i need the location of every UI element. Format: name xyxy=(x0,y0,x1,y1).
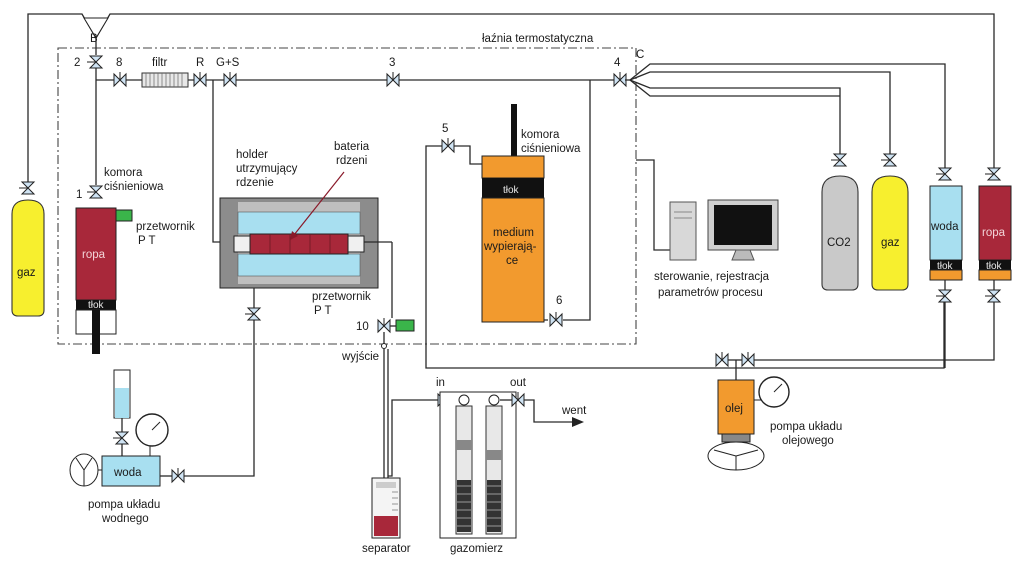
medium-label-3: ce xyxy=(506,255,518,267)
chamber-mid-label-1: komora xyxy=(521,129,560,141)
co2-label: CO2 xyxy=(827,237,851,249)
medium-label-1: medium xyxy=(493,227,534,239)
vent-arrow xyxy=(572,417,584,427)
bath-label: łaźnia termostatyczna xyxy=(482,33,594,45)
cores-arrow xyxy=(289,171,345,241)
separator xyxy=(371,477,401,539)
valve-r[interactable] xyxy=(193,72,207,88)
water-pump-label-1: pompa układu xyxy=(88,499,160,511)
valve-8[interactable] xyxy=(113,72,127,88)
crude-left-label: ropa xyxy=(82,249,106,261)
transducer-mid-label-2: P T xyxy=(314,305,331,317)
chamber-left-label-1: komora xyxy=(104,167,143,179)
filter xyxy=(141,72,189,88)
transducer-left-label-1: przetwornik xyxy=(136,221,195,233)
gas-cylinder-left: gaz xyxy=(11,181,45,317)
valve-gs-label: G+S xyxy=(216,57,240,69)
thermostatic-bath-boundary xyxy=(57,47,637,345)
filter-label: filtr xyxy=(152,57,168,69)
gas-right-label: gaz xyxy=(881,237,900,249)
holder-label-3: rdzenie xyxy=(236,177,274,189)
oil-pump-label-1: pompa układu xyxy=(770,421,842,433)
oil-pump-label-2: olejowego xyxy=(782,435,834,447)
computer-icon xyxy=(669,199,779,261)
water-pump: woda xyxy=(69,369,185,487)
valve-6[interactable] xyxy=(549,312,563,328)
node-b-junction xyxy=(83,17,109,39)
valve-8-label: 8 xyxy=(116,57,122,69)
valve-holder-outlet[interactable] xyxy=(245,307,262,321)
co2-cylinder: CO2 xyxy=(821,153,859,291)
valve-1-label: 1 xyxy=(76,189,82,201)
piston-water-label: tłok xyxy=(937,261,954,272)
holder-label-2: utrzymujący xyxy=(236,163,298,175)
control-label-1: sterowanie, rejestracja xyxy=(654,271,770,283)
valve-5-label: 5 xyxy=(442,123,448,135)
piston-crude-right-label: tłok xyxy=(986,261,1003,272)
pipe-gas-left xyxy=(27,13,97,182)
chamber-left-label-2: ciśnieniowa xyxy=(104,181,164,193)
valve-10[interactable] xyxy=(377,318,391,334)
crude-oil-cylinder-right: ropa tłok xyxy=(978,167,1012,303)
piston-left-label: tłok xyxy=(88,300,105,311)
valve-4-label: 4 xyxy=(614,57,621,69)
transducer-left-label-2: P T xyxy=(138,235,155,247)
valve-5[interactable] xyxy=(441,138,455,154)
valve-2-label: 2 xyxy=(74,57,80,69)
piston-mid-label: tłok xyxy=(503,185,520,196)
holder-label-1: holder xyxy=(236,149,268,161)
water-cylinder: woda tłok xyxy=(929,167,963,303)
out-label: out xyxy=(510,377,527,389)
valve-4[interactable] xyxy=(613,72,627,88)
valve-10-label: 10 xyxy=(356,321,369,333)
core-holder xyxy=(219,197,379,289)
control-label-2: parametrów procesu xyxy=(658,287,763,299)
valve-6-label: 6 xyxy=(556,295,562,307)
water-pump-label: woda xyxy=(113,467,142,479)
oil-label: olej xyxy=(725,403,743,415)
water-pump-label-2: wodnego xyxy=(101,513,149,525)
gas-left-label: gaz xyxy=(17,267,36,279)
transducer-mid-label-1: przetwornik xyxy=(312,291,371,303)
valve-3[interactable] xyxy=(386,72,400,88)
crude-oil-chamber-left: ropa tłok xyxy=(75,185,133,354)
gas-cylinder-right: gaz xyxy=(871,153,909,291)
vent-label: went xyxy=(561,405,587,417)
oil-pump: olej xyxy=(707,352,790,471)
medium-label-2: wypierają- xyxy=(483,241,537,253)
separator-label: separator xyxy=(362,543,411,555)
node-c-label: C xyxy=(636,49,644,61)
in-label: in xyxy=(436,377,445,389)
chamber-mid-label-2: ciśnieniowa xyxy=(521,143,581,155)
valve-gs[interactable] xyxy=(223,72,237,88)
crude-right-label: ropa xyxy=(982,227,1006,239)
cores-label-2: rdzeni xyxy=(336,155,367,167)
displacing-medium-chamber: tłok medium wypierają- ce xyxy=(481,104,545,323)
gas-meter xyxy=(439,391,517,539)
node-b-label: B xyxy=(90,33,98,45)
valve-r-label: R xyxy=(196,57,204,69)
valve-3-label: 3 xyxy=(389,57,395,69)
valve-2[interactable] xyxy=(87,55,104,69)
transducer-left xyxy=(115,209,133,222)
valve-out[interactable] xyxy=(511,392,525,408)
cores-label-1: bateria xyxy=(334,141,370,153)
transducer-mid xyxy=(395,319,415,332)
gasmeter-label: gazomierz xyxy=(450,543,503,555)
output-label: wyjście xyxy=(341,351,379,363)
water-right-label: woda xyxy=(930,221,959,233)
